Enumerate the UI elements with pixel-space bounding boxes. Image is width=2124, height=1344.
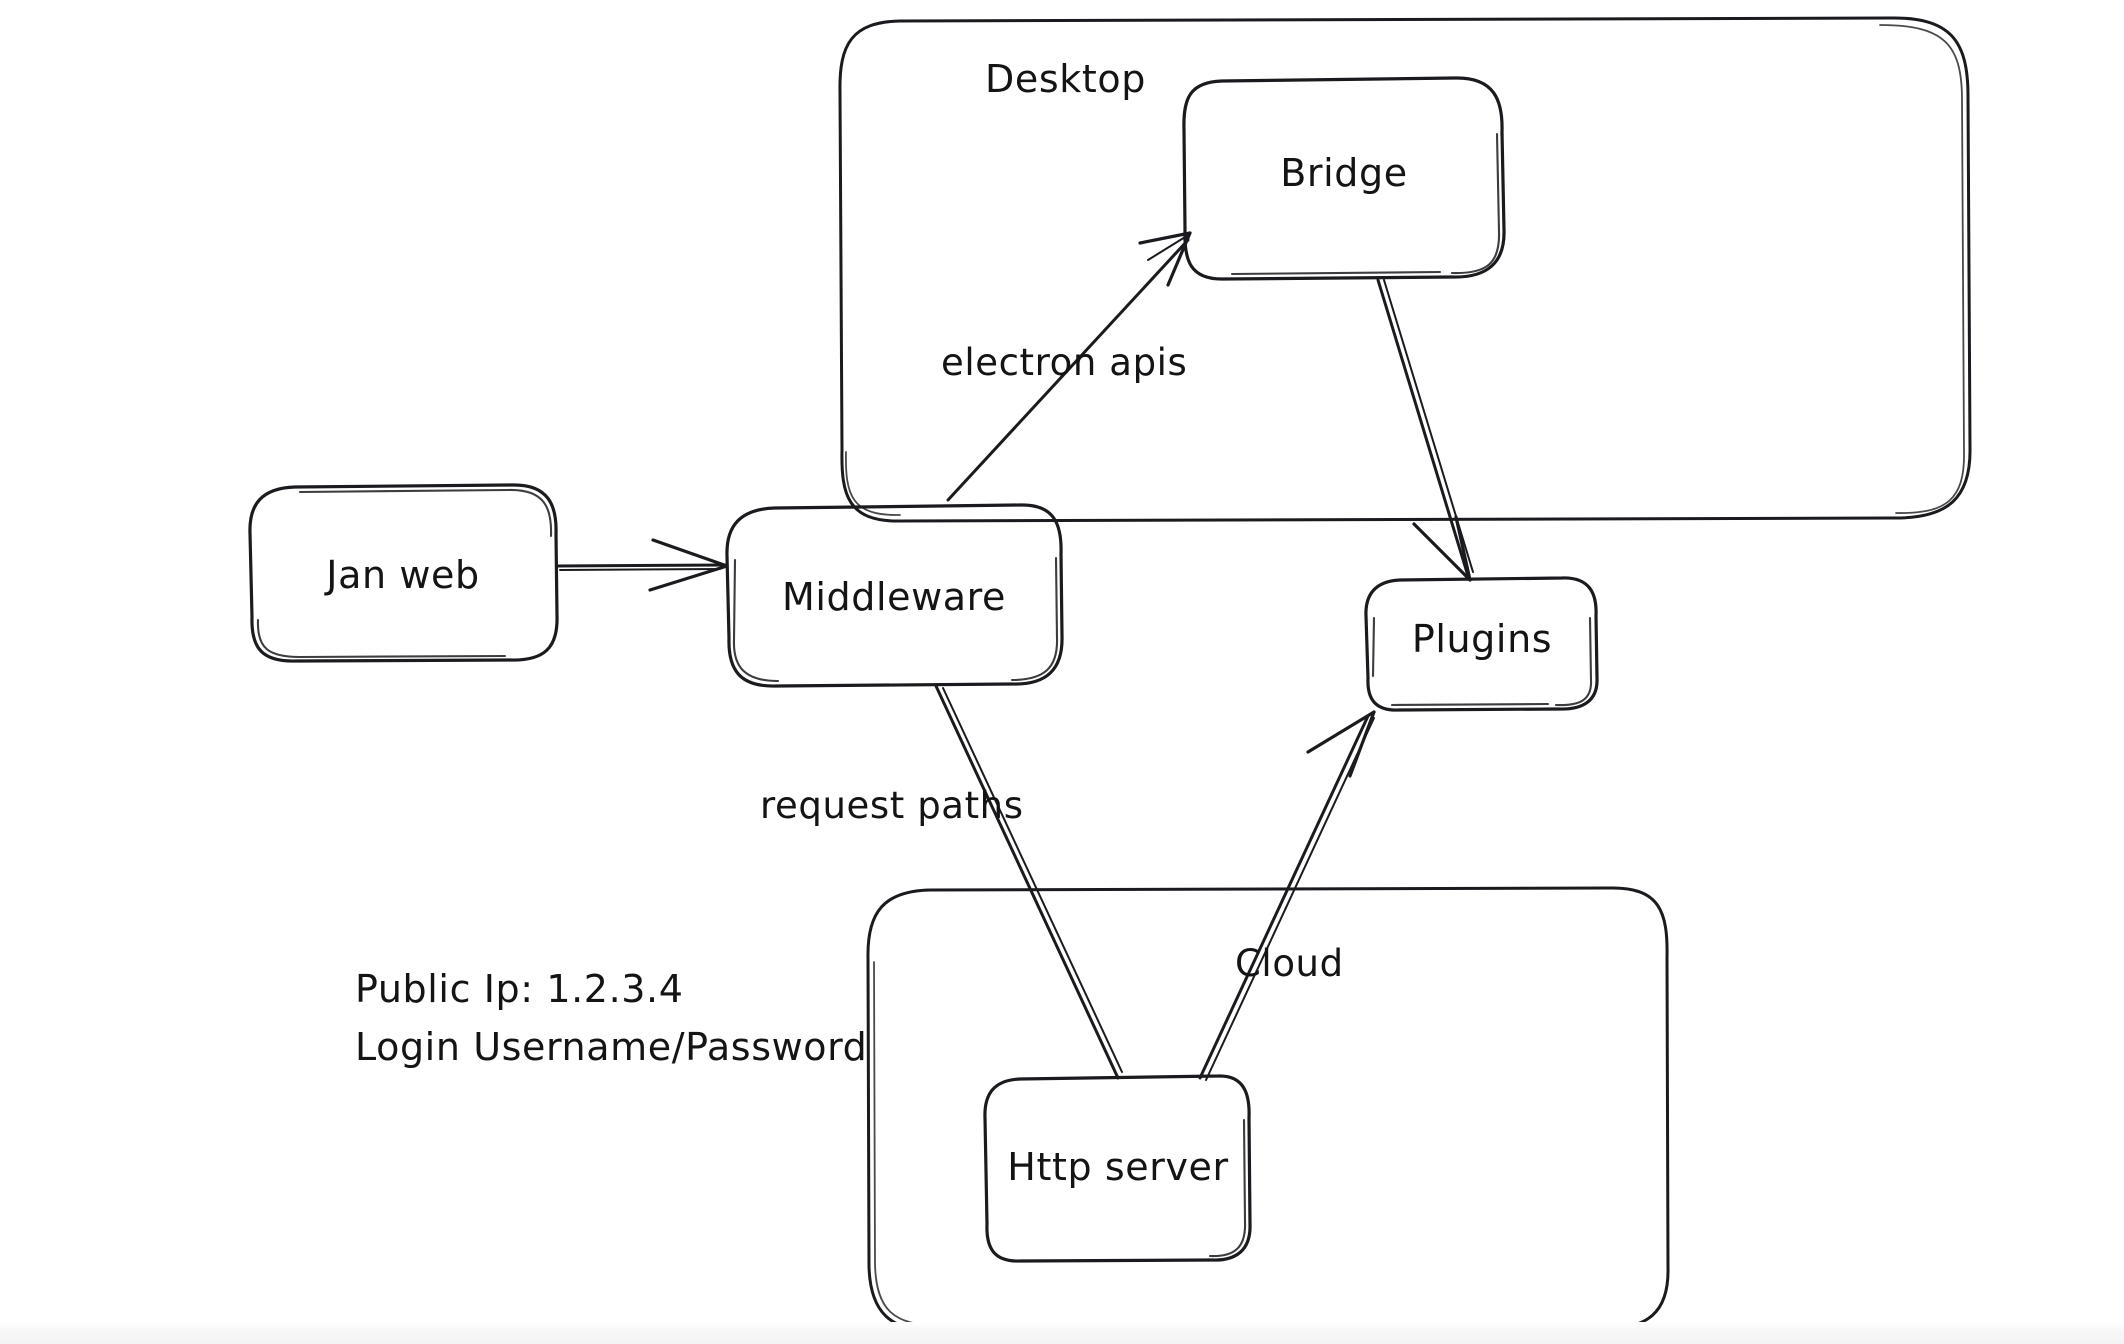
- edge-electron-apis-label: electron apis: [941, 341, 1187, 384]
- node-plugins-label: Plugins: [1412, 617, 1552, 661]
- node-plugins[interactable]: Plugins: [1364, 576, 1599, 712]
- node-jan-web-label: Jan web: [324, 553, 479, 597]
- notes-block: Public Ip: 1.2.3.4 Login Username/Passwo…: [355, 967, 867, 1069]
- edge-janweb-to-middleware: [555, 538, 729, 592]
- edge-cloud-label: Cloud: [1235, 942, 1344, 985]
- node-http-server-label: Http server: [1007, 1145, 1228, 1189]
- note-login: Login Username/Password: [355, 1025, 867, 1069]
- container-desktop: Desktop: [838, 16, 1972, 523]
- edge-http-to-plugins: Cloud: [1198, 710, 1376, 1081]
- container-desktop-label: Desktop: [985, 57, 1146, 101]
- note-public-ip: Public Ip: 1.2.3.4: [355, 967, 684, 1011]
- node-middleware-label: Middleware: [782, 575, 1006, 619]
- node-middleware[interactable]: Middleware: [725, 503, 1064, 688]
- node-jan-web[interactable]: Jan web: [248, 483, 559, 663]
- edge-middleware-to-http: request paths: [760, 684, 1123, 1080]
- edge-bridge-to-plugins: [1376, 278, 1474, 582]
- node-bridge[interactable]: Bridge: [1182, 76, 1506, 281]
- bottom-edge-strip: [0, 1322, 2124, 1344]
- edge-request-paths-label: request paths: [760, 784, 1024, 827]
- node-http-server[interactable]: Http server: [983, 1074, 1252, 1263]
- node-bridge-label: Bridge: [1280, 151, 1407, 195]
- edge-middleware-to-bridge: electron apis: [941, 231, 1192, 502]
